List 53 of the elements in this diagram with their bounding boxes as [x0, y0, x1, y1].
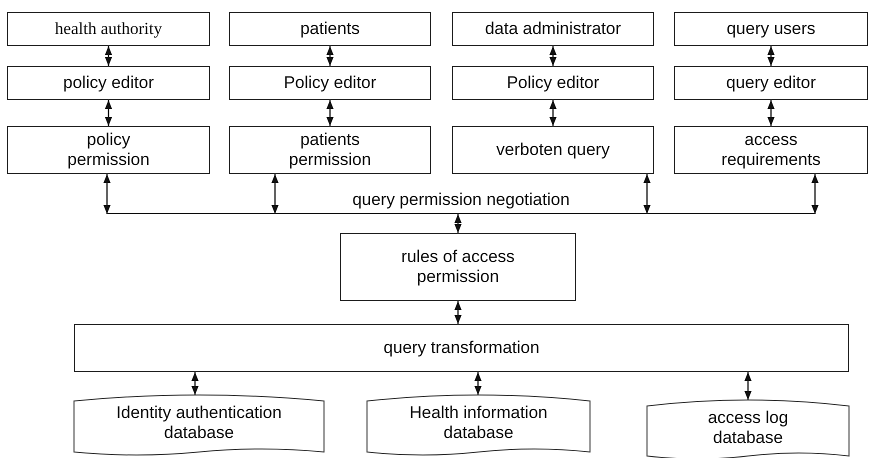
bus-label: query permission negotiation	[352, 190, 570, 210]
double-arrow	[191, 372, 199, 395]
node-label: verboten query	[496, 140, 610, 160]
process-box	[452, 126, 654, 174]
double-arrow	[454, 214, 462, 233]
node-label: patients	[300, 19, 360, 39]
double-arrow	[104, 46, 112, 66]
double-arrow	[104, 100, 112, 126]
node-label: access log database	[706, 408, 790, 448]
node-label: Health information database	[408, 403, 548, 443]
process-box	[674, 12, 868, 46]
node-label: Identity authentication database	[115, 403, 283, 443]
node-label: patients permission	[288, 130, 372, 170]
node-label: Policy editor	[506, 73, 600, 93]
node-label: rules of access permission	[400, 247, 516, 287]
double-arrow	[454, 301, 462, 324]
node-label: query transformation	[384, 338, 540, 358]
process-box	[229, 66, 431, 100]
double-arrow	[767, 100, 775, 126]
database-cylinder	[367, 393, 590, 456]
node-label: access requirements	[721, 130, 821, 170]
double-arrow	[549, 46, 557, 66]
process-box	[674, 66, 868, 100]
double-arrow	[271, 174, 279, 214]
node-label: query editor	[726, 73, 816, 93]
double-arrow	[811, 174, 819, 214]
process-box	[74, 324, 849, 372]
process-box	[229, 12, 431, 46]
node-label: policy permission	[66, 130, 151, 170]
double-arrow	[549, 100, 557, 126]
double-arrow	[767, 46, 775, 66]
process-box	[229, 126, 431, 174]
node-label: health authority	[54, 19, 162, 39]
double-arrow	[326, 46, 334, 66]
database-cylinder	[74, 393, 324, 456]
process-box	[452, 66, 654, 100]
node-label: Policy editor	[284, 73, 376, 93]
negotiation-bus-line	[107, 190, 815, 214]
process-box	[7, 66, 210, 100]
node-label: data administrator	[484, 19, 622, 39]
process-box	[674, 126, 868, 174]
node-label: query users	[726, 19, 816, 39]
process-box	[7, 12, 210, 46]
process-box	[7, 126, 210, 174]
database-cylinder	[647, 398, 849, 458]
double-arrow	[326, 100, 334, 126]
double-arrow	[103, 174, 111, 214]
double-arrow	[643, 174, 651, 214]
process-box	[340, 233, 576, 301]
double-arrow	[744, 372, 752, 400]
node-label: policy editor	[63, 73, 154, 93]
process-box	[452, 12, 654, 46]
double-arrow	[474, 372, 482, 395]
